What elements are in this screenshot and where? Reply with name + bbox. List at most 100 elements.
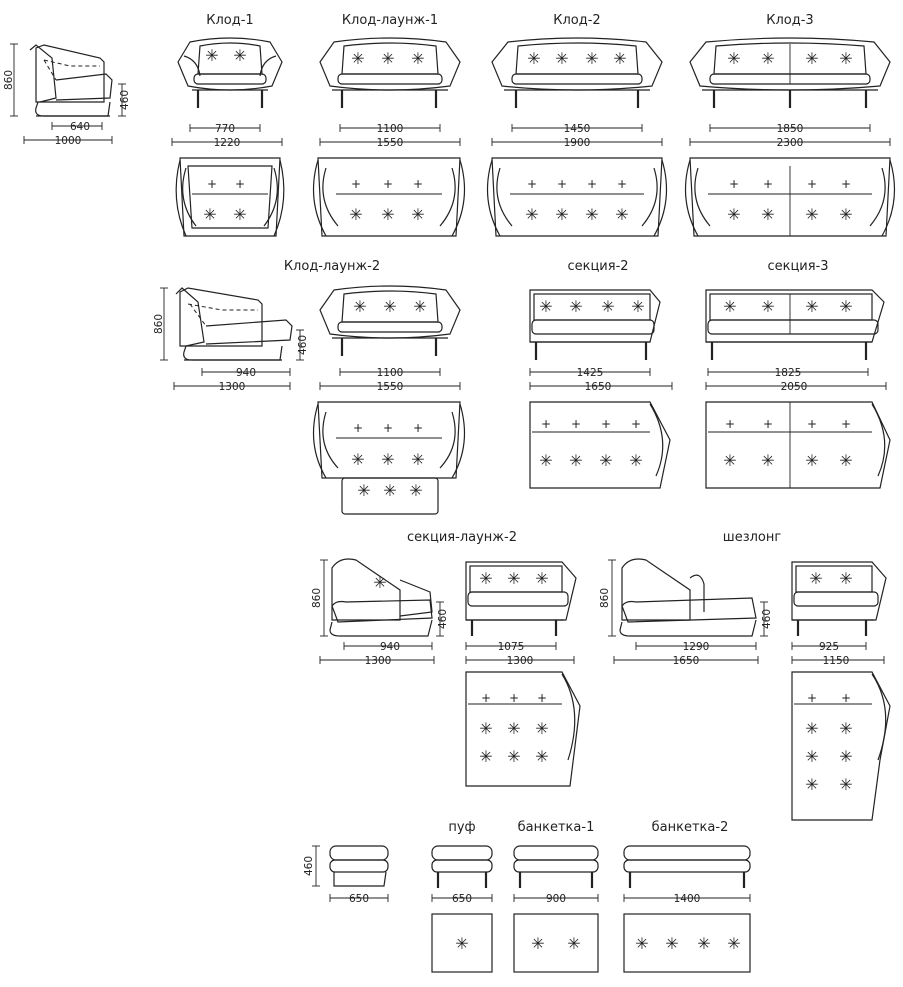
dim-klod3-outer: 2300 [777,137,804,149]
svg-text:+: + [841,177,851,191]
dim-chaise-inner: 925 [819,641,839,653]
title-klod-3: Клод-3 [766,13,813,28]
title-section-3: секция-3 [767,259,828,274]
klod-lounge-2-front: ✳ ✳ ✳ 1100 1550 [319,285,461,393]
svg-text:✳: ✳ [697,934,710,953]
svg-text:✳: ✳ [539,297,552,316]
svg-text:✳: ✳ [723,297,736,316]
svg-text:✳: ✳ [535,719,548,738]
svg-text:✳: ✳ [535,747,548,766]
svg-text:✳: ✳ [357,481,370,500]
svg-text:✳: ✳ [839,747,852,766]
svg-text:✳: ✳ [761,49,774,68]
svg-text:✳: ✳ [839,775,852,794]
svg-text:✳: ✳ [805,451,818,470]
svg-text:+: + [541,417,551,431]
dim-side1-seat-depth: 640 [70,121,90,133]
svg-text:+: + [631,417,641,431]
svg-text:✳: ✳ [805,205,818,224]
svg-text:✳: ✳ [383,297,396,316]
svg-text:✳: ✳ [727,205,740,224]
klod-1-top: + + ✳ ✳ [175,157,285,237]
svg-text:+: + [807,691,817,705]
svg-text:✳: ✳ [761,451,774,470]
svg-text:✳: ✳ [351,49,364,68]
dim-klod1-outer: 1220 [214,137,241,149]
svg-text:✳: ✳ [507,569,520,588]
side-view-pouf: 460 650 [303,845,389,905]
svg-text:✳: ✳ [569,297,582,316]
dim-klod-lounge1-outer: 1550 [377,137,404,149]
svg-text:✳: ✳ [555,205,568,224]
svg-text:+: + [841,691,851,705]
klod-2-top: + + + + ✳ ✳ ✳ ✳ [486,157,668,237]
svg-text:✳: ✳ [479,747,492,766]
klod-1-front: ✳ ✳ [177,37,283,108]
svg-text:+: + [763,417,773,431]
svg-text:✳: ✳ [585,49,598,68]
svg-text:✳: ✳ [761,205,774,224]
klod-3-front: ✳ ✳ ✳ ✳ [689,37,891,108]
svg-text:✳: ✳ [805,747,818,766]
svg-text:✳: ✳ [413,297,426,316]
svg-text:✳: ✳ [507,747,520,766]
svg-text:✳: ✳ [839,205,852,224]
title-klod-2: Клод-2 [553,13,600,28]
pouf-front: 650 [431,845,493,905]
dim-side2-height: 860 [153,314,165,334]
dim-section3-outer: 2050 [781,381,808,393]
dim-side3-seat-depth: 940 [380,641,400,653]
svg-text:✳: ✳ [727,49,740,68]
svg-text:+: + [763,177,773,191]
svg-text:+: + [509,691,519,705]
dim-side5-seat: 460 [303,856,315,876]
svg-text:✳: ✳ [805,775,818,794]
dim-pouf-width: 650 [452,893,472,905]
svg-text:✳: ✳ [507,719,520,738]
svg-text:✳: ✳ [203,205,216,224]
dim-section2-outer: 1650 [585,381,612,393]
svg-text:✳: ✳ [613,49,626,68]
side-view-section-lounge: ✳ 860 460 940 1300 [311,558,449,667]
dim-side2-seat-depth: 940 [236,367,256,379]
svg-text:+: + [725,417,735,431]
dim-side4-depth: 1650 [673,655,700,667]
svg-text:✳: ✳ [381,450,394,469]
svg-text:+: + [557,177,567,191]
svg-text:+: + [571,417,581,431]
svg-text:✳: ✳ [205,46,218,65]
section-lounge-2-top: + + + ✳ ✳ ✳ ✳ ✳ ✳ [465,671,581,787]
title-klod-1: Клод-1 [206,13,253,28]
title-pouf: пуф [448,820,475,835]
svg-text:✳: ✳ [839,719,852,738]
svg-text:+: + [841,417,851,431]
dim-side3-height: 860 [311,588,323,608]
svg-text:✳: ✳ [599,451,612,470]
svg-text:✳: ✳ [723,451,736,470]
svg-text:✳: ✳ [535,569,548,588]
svg-text:✳: ✳ [233,46,246,65]
svg-text:✳: ✳ [539,451,552,470]
svg-text:✳: ✳ [531,934,544,953]
dim-bench2-width: 1400 [674,893,701,905]
chaise-top: + + ✳ ✳ ✳ ✳ ✳ ✳ [791,671,891,821]
svg-text:✳: ✳ [761,297,774,316]
section-2-front: ✳ ✳ ✳ ✳ 1425 1650 [529,289,673,393]
bench-1-front: 900 [513,845,599,905]
klod-lounge-1-top: + + + ✳ ✳ ✳ [312,157,466,237]
dim-section3-inner: 1825 [775,367,802,379]
dim-klod-lounge2-inner: 1100 [377,367,404,379]
svg-text:+: + [413,177,423,191]
svg-text:✳: ✳ [665,934,678,953]
dim-section2-inner: 1425 [577,367,604,379]
row1-dimensions: 770 1220 1100 1550 1450 1900 1850 2300 [171,123,891,149]
svg-text:✳: ✳ [727,934,740,953]
svg-text:✳: ✳ [805,719,818,738]
title-bench-1: банкетка-1 [518,820,595,835]
section-2-top: + + + + ✳ ✳ ✳ ✳ [529,401,671,489]
dim-klod2-outer: 1900 [564,137,591,149]
svg-text:✳: ✳ [351,450,364,469]
pouf-top: ✳ [431,913,493,973]
svg-text:✳: ✳ [455,934,468,953]
dim-side4-seat: 460 [761,609,773,629]
